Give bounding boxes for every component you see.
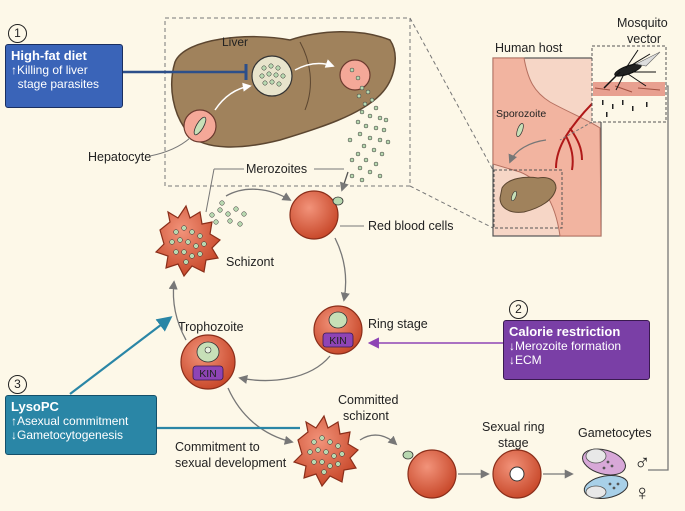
inset-connector-mosquito (559, 121, 593, 141)
arrow-trophozoite-to-schizont (168, 280, 187, 341)
lysopc-arrow-up (69, 316, 173, 395)
ring-kin-label: KIN (329, 335, 347, 347)
hepatocyte-pointer (149, 137, 191, 157)
merozoite-stream (347, 67, 391, 183)
mosquito-label-line2: vector (627, 32, 661, 46)
intervention-line: ↑Killing of liver (11, 63, 88, 77)
hepatocyte-label: Hepatocyte (88, 150, 151, 164)
human-host-label: Human host (495, 41, 563, 55)
trophozoite-kin-label: KIN (199, 368, 217, 380)
arrow-trophozoite-to-commitment (227, 387, 294, 445)
male-symbol: ♂ (634, 450, 651, 475)
trophozoite-kin-badge (192, 365, 224, 381)
intervention-title: LysoPC (11, 399, 59, 414)
arrow-rbc-to-ring (334, 237, 350, 302)
inset-connector-top (409, 17, 494, 171)
intervention-number-3: 3 (8, 375, 27, 394)
intervention-box-lysopc: LysoPC ↑Asexual commitment ↓Gametocytoge… (5, 395, 157, 455)
blood-vessels (555, 95, 601, 171)
human-liver-inset (493, 169, 563, 229)
red-blood-cells-label: Red blood cells (368, 219, 453, 233)
ring-kin-badge (322, 332, 354, 348)
arrow-ring-to-trophozoite (238, 355, 331, 384)
liver-inset-frame (164, 17, 411, 187)
arrow-schizont-to-merosome (294, 59, 335, 71)
trophozoite-label: Trophozoite (178, 320, 244, 334)
sporozoite-icon (516, 123, 524, 137)
red-blood-cell-invaded (289, 190, 339, 240)
merozoites-pointer-left-down (205, 168, 215, 213)
free-merozoites (209, 200, 247, 227)
female-symbol: ♀ (634, 480, 651, 505)
male-gametocyte (582, 448, 626, 476)
sporozoite-in-hepatocyte (193, 116, 207, 136)
intervention-line: ↑Asexual commitment (11, 414, 129, 428)
intervention-box-high-fat-diet: High-fat diet ↑Killing of liver stage pa… (5, 44, 123, 108)
committed-merozoite (402, 450, 414, 460)
arrow-gametocytes-to-mosquito (648, 81, 669, 471)
intervention-number-2: 2 (509, 300, 528, 319)
human-liver-sporozoite (511, 190, 517, 202)
mosquito-label-line1: Mosquito (617, 16, 668, 30)
arrow-merozoites-to-rbc (339, 171, 349, 192)
intervention-title: Calorie restriction (509, 324, 621, 339)
committed-schizont-merozoites (307, 435, 345, 475)
arrow-schizont-to-rbc (225, 188, 292, 201)
mosquito-body (603, 49, 661, 91)
committed-rbc (407, 449, 457, 499)
intervention-line: stage parasites (11, 77, 100, 91)
intervention-number-1: 1 (8, 24, 27, 43)
committed-schizont-label-line2: schizont (343, 409, 389, 423)
arrow-sporozoite-to-liver (508, 139, 547, 164)
liver-label: Liver (222, 35, 248, 49)
liver-lobe-line (299, 41, 311, 111)
sexual-ring-label-line1: Sexual ring (482, 420, 545, 434)
arrow-committed-to-rbc (359, 434, 398, 446)
committed-schizont-label-line1: Committed (338, 393, 398, 407)
sexual-ring-parasite (509, 466, 525, 482)
liver-schizont-merozoites (259, 63, 286, 87)
intervention-line: ↓ECM (509, 353, 542, 367)
mosquito-sporozoites (602, 100, 648, 117)
mosquito-skin (593, 82, 665, 96)
intervention-line: ↓Merozoite formation (509, 339, 622, 353)
intervention-title: High-fat diet (11, 48, 87, 63)
inset-connector-bottom (409, 185, 494, 229)
arrow-hepatocyte-to-schizont (214, 82, 252, 111)
intervention-box-calorie-restriction: Calorie restriction ↓Merozoite formation… (503, 320, 650, 380)
sporozoite-label: Sporozoite (496, 108, 546, 120)
liver-schizont (251, 55, 293, 97)
invading-merozoite (332, 196, 344, 206)
ring-parasite (328, 311, 348, 329)
gametocytes-label: Gametocytes (578, 426, 652, 440)
ring-stage-label: Ring stage (368, 317, 428, 331)
intervention-line: ↓Gametocytogenesis (11, 428, 124, 442)
female-gametocyte (583, 475, 629, 499)
schizont-merozoites (169, 225, 207, 265)
sexual-ring-label-line2: stage (498, 436, 529, 450)
human-liver-shape (499, 176, 557, 213)
merosome (339, 59, 371, 91)
commitment-label-line2: sexual development (175, 456, 287, 470)
commitment-label-line1: Commitment to (175, 440, 260, 454)
schizont-label: Schizont (226, 255, 274, 269)
trophozoite-nucleus (204, 346, 212, 354)
merozoites-label: Merozoites (246, 162, 307, 176)
